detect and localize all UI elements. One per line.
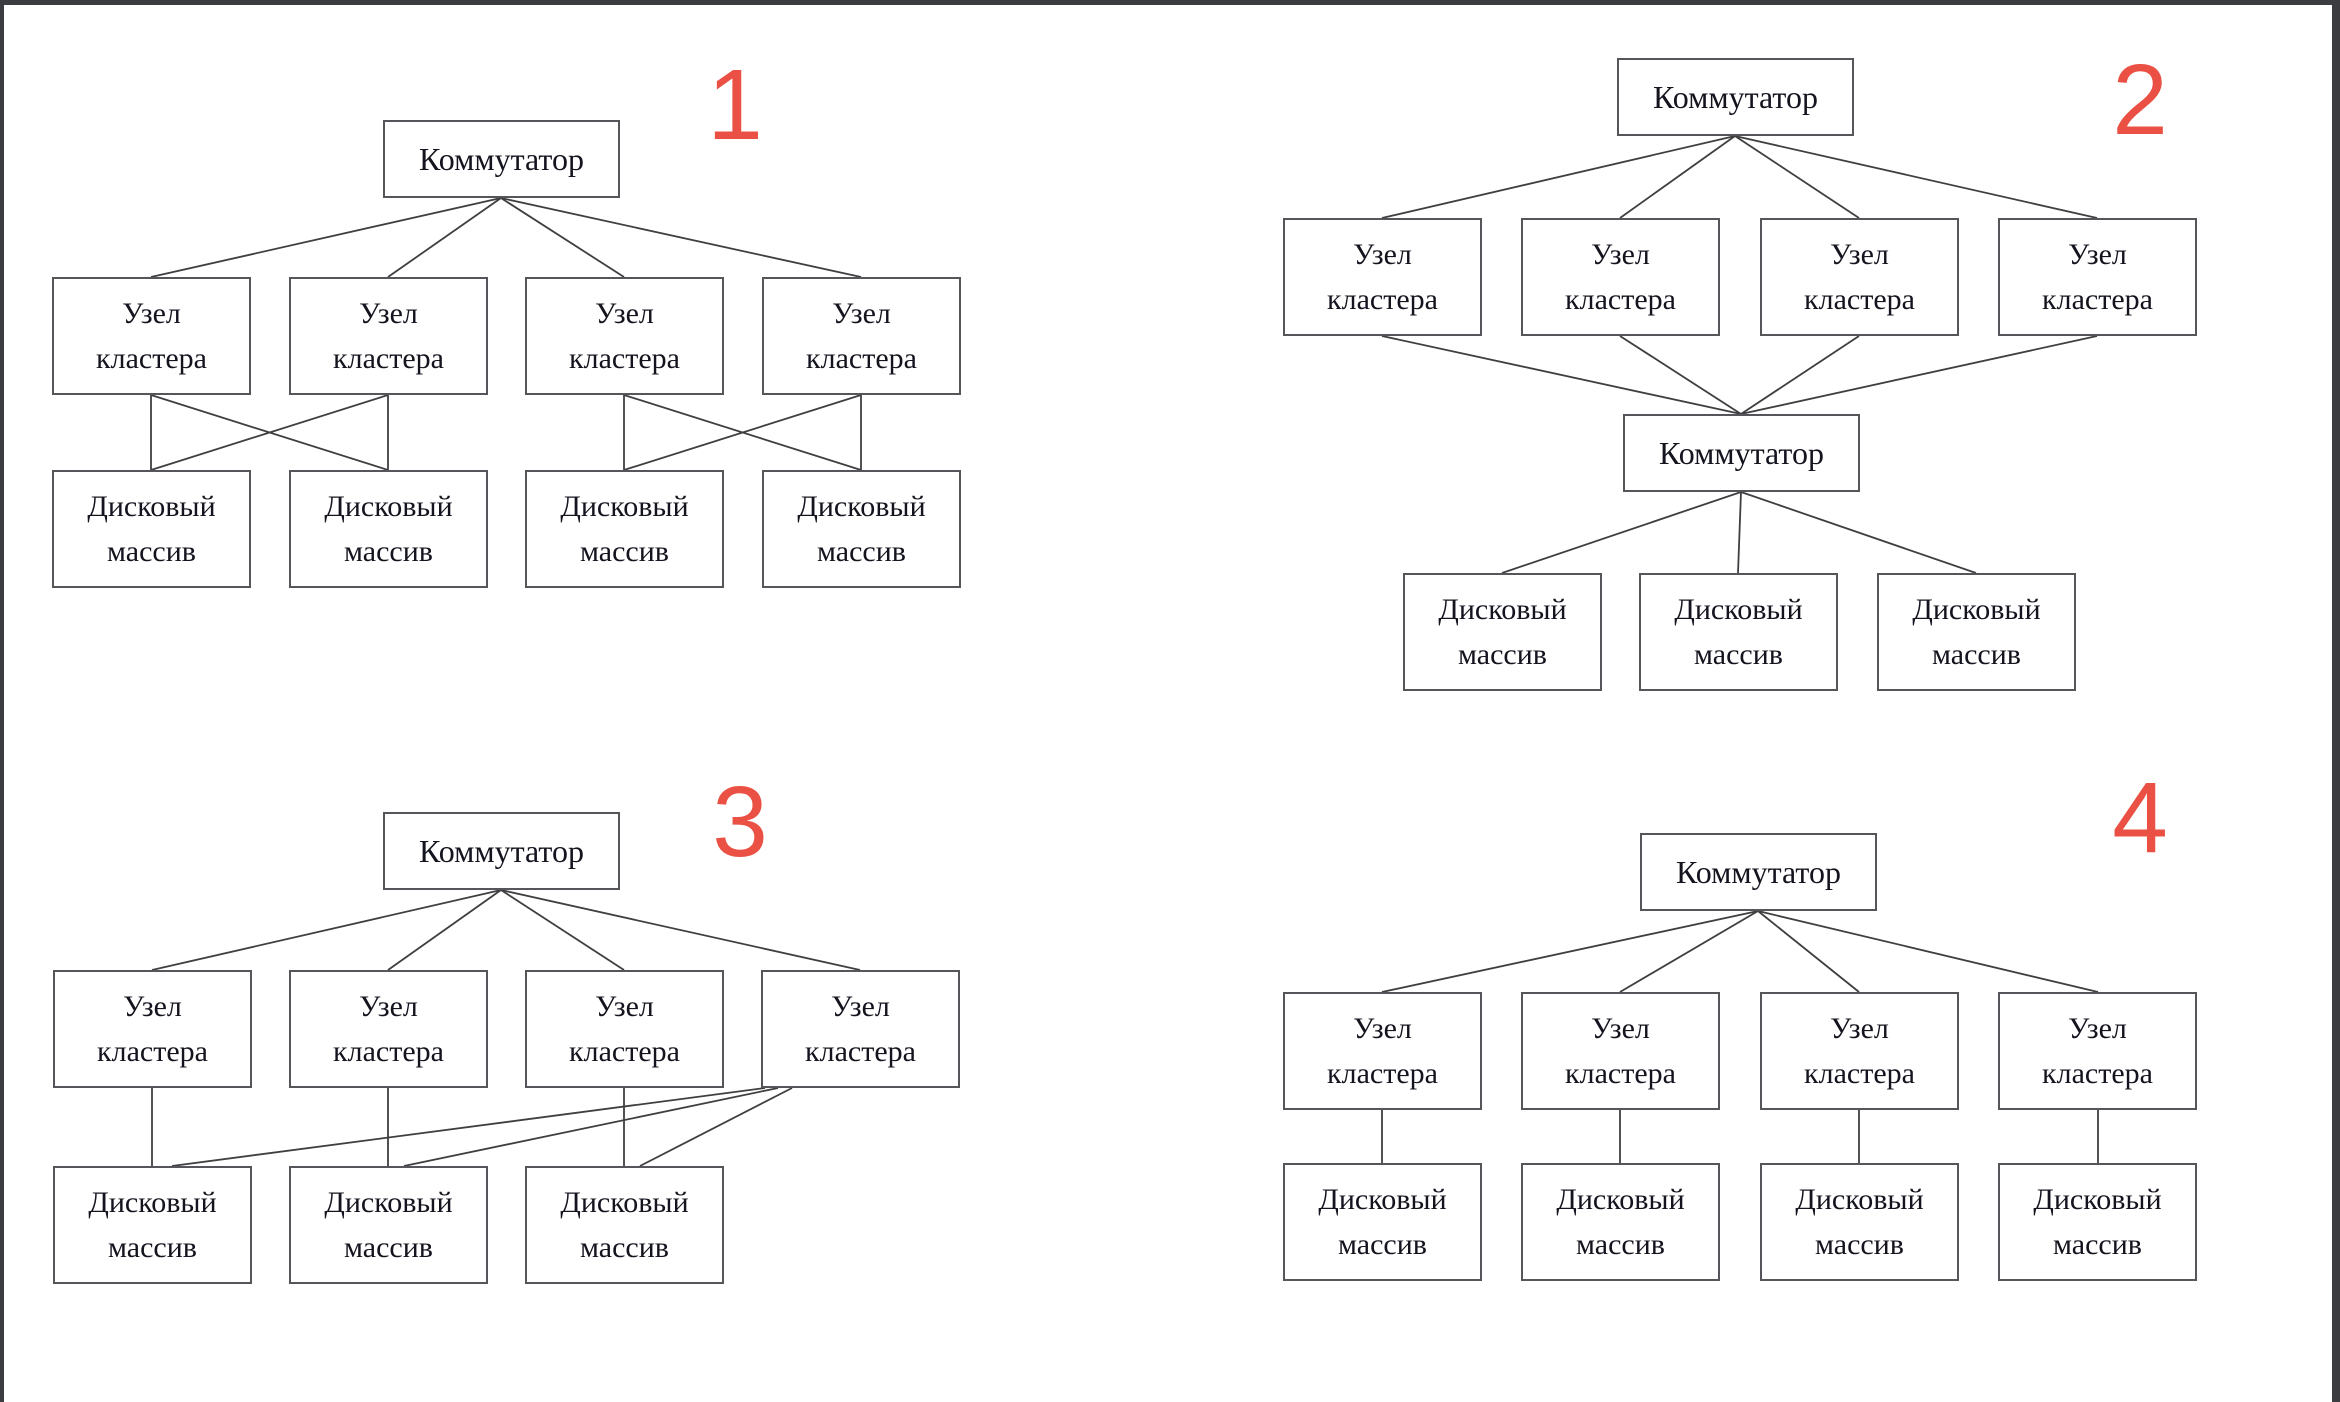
disk-array-box: Дисковый массив — [1521, 1163, 1720, 1281]
diagram-4-lines — [1381, 910, 2099, 1163]
cluster-node-box: Узел кластера — [289, 277, 488, 395]
diagram-1-lines — [150, 197, 862, 471]
diagram-3-lines — [151, 889, 861, 1167]
diagram-number: 4 — [2112, 762, 2168, 874]
page-frame-top — [0, 0, 2340, 5]
cluster-node-box: Узел кластера — [1998, 992, 2197, 1110]
diagram-number: 1 — [707, 49, 763, 161]
cluster-node-box: Узел кластера — [525, 277, 724, 395]
switch-box: Коммутатор — [383, 120, 620, 198]
cluster-node-box: Узел кластера — [289, 970, 488, 1088]
switch-box: Коммутатор — [383, 812, 620, 890]
disk-array-box: Дисковый массив — [525, 1166, 724, 1284]
cluster-node-box: Узел кластера — [1521, 992, 1720, 1110]
disk-array-box: Дисковый массив — [1877, 573, 2076, 691]
disk-array-box: Дисковый массив — [289, 470, 488, 588]
disk-array-box: Дисковый массив — [52, 470, 251, 588]
disk-array-box: Дисковый массив — [1403, 573, 1602, 691]
cluster-node-box: Узел кластера — [761, 970, 960, 1088]
disk-array-box: Дисковый массив — [762, 470, 961, 588]
cluster-node-box: Узел кластера — [762, 277, 961, 395]
disk-array-box: Дисковый массив — [1998, 1163, 2197, 1281]
cluster-node-box: Узел кластера — [1283, 992, 1482, 1110]
cluster-node-box: Узел кластера — [52, 277, 251, 395]
cluster-node-box: Узел кластера — [525, 970, 724, 1088]
diagram-2-lines — [1381, 135, 2098, 574]
disk-array-box: Дисковый массив — [53, 1166, 252, 1284]
page-frame-left — [0, 0, 4, 1402]
cluster-node-box: Узел кластера — [1998, 218, 2197, 336]
disk-array-box: Дисковый массив — [1639, 573, 1838, 691]
disk-array-box: Дисковый массив — [1760, 1163, 1959, 1281]
cluster-node-box: Узел кластера — [53, 970, 252, 1088]
diagram-number: 3 — [712, 766, 768, 878]
disk-array-box: Дисковый массив — [525, 470, 724, 588]
cluster-node-box: Узел кластера — [1760, 992, 1959, 1110]
switch-box: Коммутатор — [1617, 58, 1854, 136]
diagram-number: 2 — [2112, 44, 2168, 156]
cluster-node-box: Узел кластера — [1283, 218, 1482, 336]
page-frame-right — [2332, 0, 2340, 1402]
disk-array-box: Дисковый массив — [1283, 1163, 1482, 1281]
cluster-node-box: Узел кластера — [1521, 218, 1720, 336]
disk-array-box: Дисковый массив — [289, 1166, 488, 1284]
cluster-node-box: Узел кластера — [1760, 218, 1959, 336]
switch-box: Коммутатор — [1640, 833, 1877, 911]
switch-box: Коммутатор — [1623, 414, 1860, 492]
